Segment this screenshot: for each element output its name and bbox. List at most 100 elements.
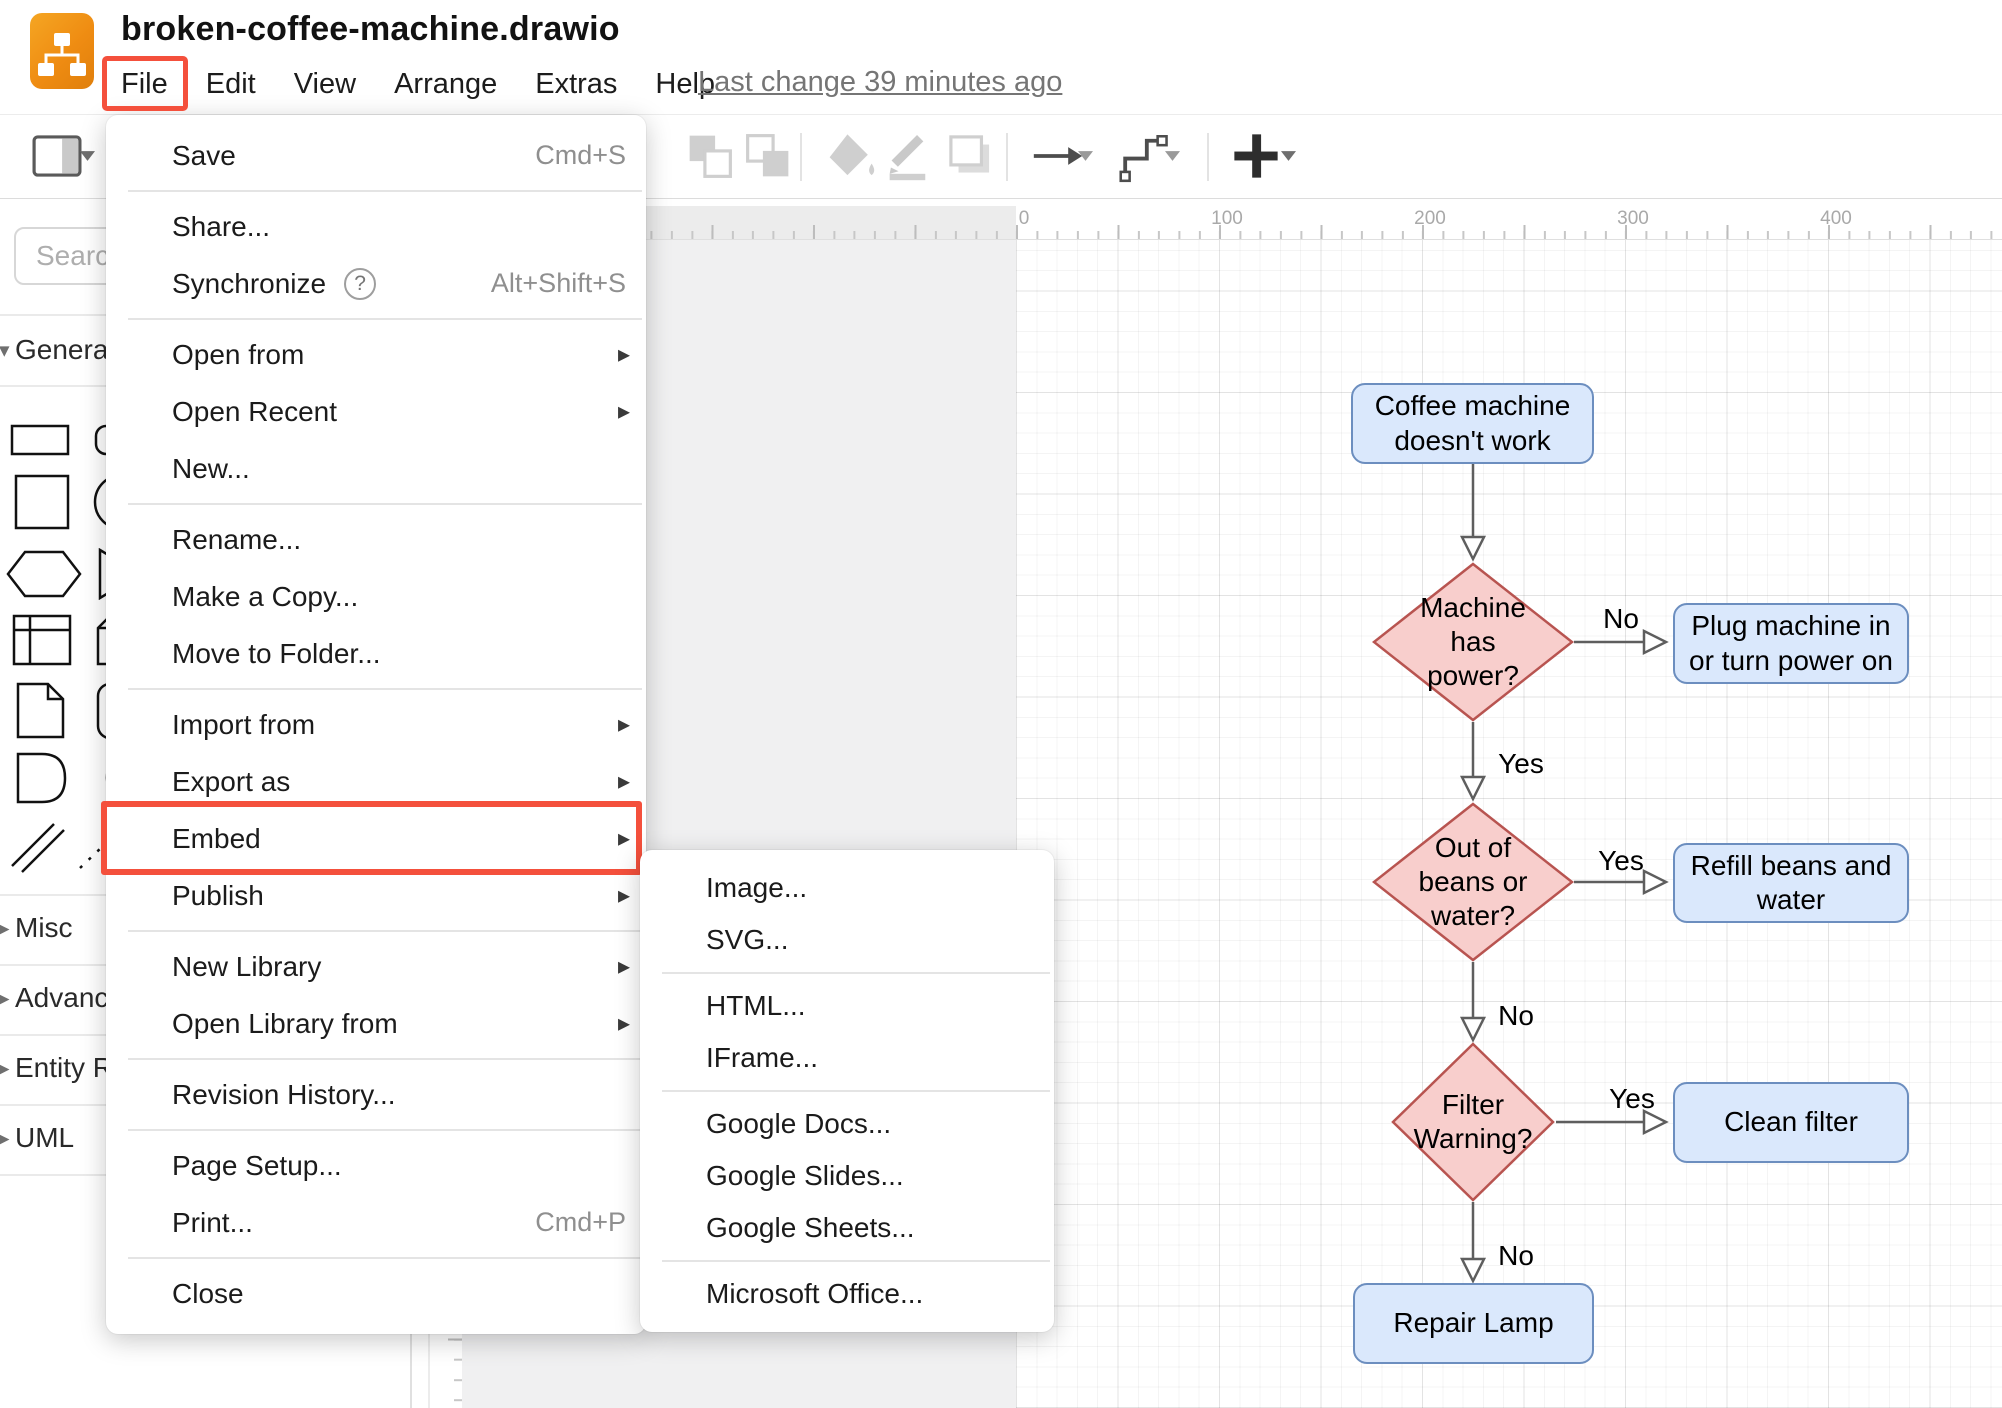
menu-item-label: Import from (172, 708, 316, 740)
chevron-right-icon: ▸ (0, 1056, 10, 1080)
file-menu-item-export-as[interactable]: Export as▸ (106, 753, 646, 810)
menu-item-shortcut: Cmd+P (535, 1207, 626, 1237)
toolbar-divider (1207, 133, 1209, 181)
page-view-icon[interactable] (29, 128, 85, 184)
document-shape[interactable] (16, 682, 66, 740)
menu-separator (662, 1260, 1050, 1262)
file-menu-item-new-library[interactable]: New Library▸ (106, 938, 646, 995)
file-menu-item-share[interactable]: Share... (106, 198, 646, 255)
insert-icon[interactable] (1228, 128, 1284, 184)
file-menu-item-open-recent[interactable]: Open Recent ▸ (106, 383, 646, 440)
file-menu-item-page-setup[interactable]: Page Setup... (106, 1137, 646, 1194)
help-icon[interactable]: ? (344, 267, 377, 300)
file-menu-item-synchronize[interactable]: Synchronize?Alt+Shift+S (106, 255, 646, 312)
file-menu-item-close[interactable]: Close (106, 1265, 646, 1322)
chevron-right-icon: ▸ (0, 986, 10, 1010)
embed-submenu-item-google-sheets[interactable]: Google Sheets... (640, 1202, 1054, 1254)
canvas-page[interactable] (1016, 240, 2002, 1408)
drawio-logo (30, 13, 94, 89)
submenu-arrow-icon: ▸ (617, 882, 630, 909)
menu-item-label: Revision History... (172, 1078, 396, 1110)
menu-item-label: Move to Folder... (172, 637, 381, 669)
chevron-down-icon[interactable] (1281, 151, 1296, 161)
annotation-box-embed (101, 801, 642, 875)
menu-item-label: Save (172, 139, 236, 171)
ruler-label: 300 (1617, 208, 1649, 229)
file-menu-item-new[interactable]: New... (106, 440, 646, 497)
send-to-back-icon (746, 134, 789, 177)
arrow-style-icon[interactable] (1030, 128, 1086, 184)
chevron-right-icon: ▸ (0, 916, 10, 940)
chevron-right-icon: ▸ (0, 1126, 10, 1150)
ruler-label: 100 (1211, 208, 1243, 229)
delay-shape[interactable] (16, 752, 68, 806)
file-menu-item-print[interactable]: Print... Cmd+P (106, 1194, 646, 1251)
submenu-arrow-icon: ▸ (617, 1010, 630, 1037)
internal-storage-shape[interactable] (12, 614, 72, 666)
menu-item-label: Google Sheets... (706, 1212, 915, 1243)
menu-item-label: Google Docs... (706, 1108, 892, 1139)
file-menu-item-open-library-from[interactable]: Open Library from▸ (106, 995, 646, 1052)
embed-submenu-item-microsoft-office[interactable]: Microsoft Office... (640, 1268, 1054, 1320)
embed-submenu-item-google-docs[interactable]: Google Docs... (640, 1098, 1054, 1150)
submenu-arrow-icon: ▸ (617, 398, 630, 425)
embed-submenu-item-html[interactable]: HTML... (640, 980, 1054, 1032)
embed-submenu-item-image[interactable]: Image... (640, 862, 1054, 914)
connector-style-icon[interactable] (1115, 128, 1171, 184)
menu-separator (128, 190, 642, 192)
submenu-arrow-icon: ▸ (617, 953, 630, 980)
diagonal-line-shape[interactable] (8, 820, 68, 874)
chevron-down-icon[interactable] (1165, 151, 1180, 161)
menu-separator (662, 972, 1050, 974)
submenu-arrow-icon: ▸ (617, 341, 630, 368)
menu-item-label: New... (172, 452, 250, 484)
rectangle-shape[interactable] (10, 424, 70, 456)
sidebar-section-general[interactable]: ▾ General (0, 328, 410, 372)
embed-submenu-item-svg[interactable]: SVG... (640, 914, 1054, 966)
menu-item-label: Page Setup... (172, 1149, 342, 1181)
menubar-item-file[interactable]: File (121, 67, 168, 100)
menu-item-label: Embed (172, 822, 261, 854)
file-menu-item-rename[interactable]: Rename... (106, 511, 646, 568)
chevron-down-icon[interactable] (1078, 151, 1093, 161)
square-shape[interactable] (14, 474, 70, 530)
menubar-item-extras[interactable]: Extras (535, 67, 618, 100)
menu-separator (662, 1090, 1050, 1092)
chevron-down-icon[interactable] (80, 151, 95, 161)
menubar-item-edit[interactable]: Edit (205, 67, 256, 100)
file-menu-item-revision-history[interactable]: Revision History... (106, 1066, 646, 1123)
menu-item-label: HTML... (706, 990, 806, 1021)
file-menu-item-make-a-copy[interactable]: Make a Copy... (106, 568, 646, 625)
menu-item-label: Open Recent (172, 395, 337, 427)
menu-separator (128, 1257, 642, 1259)
menu-item-label: Export as (172, 765, 291, 797)
menu-separator (128, 1129, 642, 1131)
menu-item-label: Print... (172, 1206, 253, 1238)
file-menu-item-publish[interactable]: Publish▸ (106, 867, 646, 924)
chevron-down-icon: ▾ (0, 338, 10, 362)
menu-item-label: Microsoft Office... (706, 1278, 924, 1309)
line-color-icon (889, 135, 926, 181)
file-title: broken-coffee-machine.drawio (121, 10, 620, 48)
embed-submenu-item-iframe[interactable]: IFrame... (640, 1032, 1054, 1084)
sidebar-section-label: UML (15, 1122, 75, 1153)
menu-separator (128, 318, 642, 320)
sidebar-section-uml[interactable]: ▸ UML (0, 1116, 410, 1160)
file-menu-item-import-from[interactable]: Import from▸ (106, 696, 646, 753)
hexagon-shape[interactable] (6, 550, 82, 598)
menubar-item-help[interactable]: Help (655, 67, 716, 100)
sidebar-section-misc[interactable]: ▸ Misc (0, 906, 410, 950)
embed-submenu-item-google-slides[interactable]: Google Slides... (640, 1150, 1054, 1202)
file-menu-item-open-from[interactable]: Open from▸ (106, 326, 646, 383)
sidebar-section-label: General (15, 334, 115, 365)
menu-item-shortcut: Cmd+S (535, 140, 626, 170)
menubar-item-view[interactable]: View (293, 67, 357, 100)
menu-item-label: Synchronize (172, 267, 327, 299)
file-menu-item-save[interactable]: Save Cmd+S (106, 127, 646, 184)
last-change-link[interactable]: Last change 39 minutes ago (698, 66, 1063, 98)
toolbar-divider (800, 133, 802, 181)
menu-item-label: Close (172, 1277, 244, 1309)
file-menu-item-embed[interactable]: Embed▸ (106, 810, 646, 867)
menubar-item-arrange[interactable]: Arrange (394, 67, 498, 100)
file-menu-item-move-to-folder[interactable]: Move to Folder... (106, 625, 646, 682)
